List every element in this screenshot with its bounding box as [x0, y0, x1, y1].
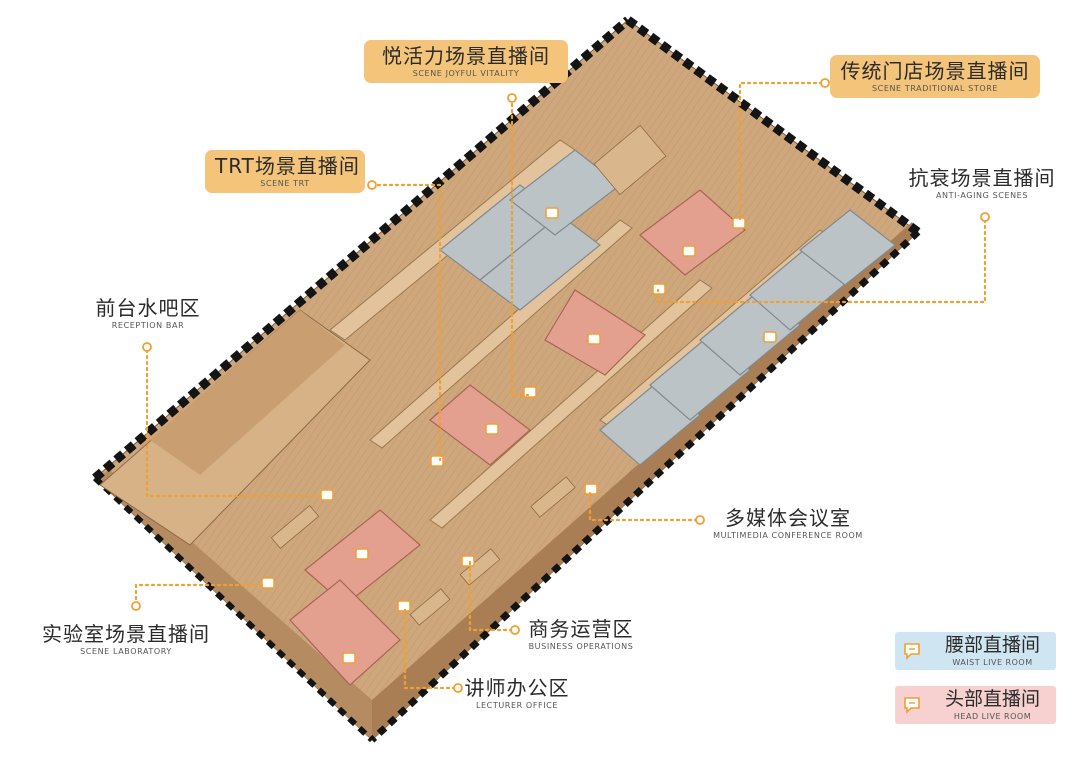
callout-title: 多媒体会议室: [725, 506, 851, 530]
room-marker-icon: [261, 577, 275, 589]
leader-dot: [980, 212, 990, 222]
furniture: [593, 124, 667, 196]
room-marker-icon: [584, 483, 598, 495]
outer-wall-top-left: [92, 16, 631, 482]
outer-wall-bottom: [369, 229, 921, 743]
callout-multimedia-conference: 多媒体会议室 MULTIMEDIA CONFERENCE ROOM: [703, 506, 873, 541]
leader-dot: [510, 625, 520, 635]
leader-line-antiaging: [656, 218, 987, 304]
room-marker-icon: [682, 245, 696, 257]
leader-dot: [507, 93, 517, 103]
callout-subtitle: RECEPTION BAR: [111, 321, 185, 330]
furniture: [530, 476, 576, 518]
callout-subtitle: BUSINESS OPERATIONS: [528, 642, 634, 651]
leader-line-business: [468, 560, 514, 632]
callout-title: 商务运营区: [528, 617, 634, 641]
callout-reception-bar: 前台水吧区 RECEPTION BAR: [88, 296, 208, 331]
room-marker-icon: [461, 555, 475, 567]
room-marker-icon: [587, 333, 601, 345]
callout-subtitle: SCENE JOYFUL VITALITY: [412, 69, 520, 78]
legend-title: 头部直播间: [944, 688, 1040, 710]
legend-title: 腰部直播间: [944, 634, 1040, 656]
grey-room: [799, 209, 896, 286]
legend-head-live-room: 头部直播间 HEAD LIVE ROOM: [895, 686, 1056, 724]
grey-room: [479, 214, 601, 311]
leader-line-traditional: [738, 81, 824, 224]
room-marker-icon: [485, 423, 499, 435]
callout-title: 前台水吧区: [95, 296, 201, 320]
callout-subtitle: SCENE LABORATORY: [80, 647, 172, 656]
leader-line-lecturer: [403, 606, 457, 690]
room-marker-icon: [763, 331, 777, 343]
leader-dot: [695, 515, 705, 525]
room-marker-icon: [320, 489, 334, 501]
legend-waist-live-room: 腰部直播间 WAIST LIVE ROOM: [895, 632, 1056, 670]
leader-dot: [367, 180, 377, 190]
room-marker-icon: [652, 283, 666, 295]
outer-wall-left-end: [92, 475, 375, 743]
leader-line-trt: [370, 183, 442, 462]
callout-laboratory: 实验室场景直播间 SCENE LABORATORY: [36, 622, 216, 657]
pink-room: [289, 579, 401, 686]
callout-title: 抗衰场景直播间: [908, 166, 1056, 190]
chat-bubble-icon: [904, 643, 920, 660]
room-marker-icon: [430, 455, 444, 467]
furniture: [409, 588, 451, 626]
callout-subtitle: SCENE TRT: [260, 179, 310, 188]
callout-title: 传统门店场景直播间: [840, 59, 1030, 83]
pink-room: [429, 384, 531, 466]
legend-subtitle: HEAD LIVE ROOM: [953, 712, 1032, 721]
furniture: [270, 505, 320, 549]
legend-subtitle: WAIST LIVE ROOM: [952, 658, 1033, 667]
leader-line-joyful: [510, 96, 530, 397]
leader-line-laboratory: [134, 583, 264, 607]
callout-traditional-store: 传统门店场景直播间 SCENE TRADITIONAL STORE: [830, 55, 1040, 98]
callout-business-operations: 商务运营区 BUSINESS OPERATIONS: [522, 617, 640, 652]
leader-dot: [131, 601, 141, 611]
callout-title: TRT场景直播间: [215, 154, 360, 178]
pink-room: [639, 189, 746, 276]
callout-subtitle: SCENE TRADITIONAL STORE: [871, 84, 999, 93]
callout-anti-aging: 抗衰场景直播间 ANTI-AGING SCENES: [902, 166, 1062, 201]
room-marker-icon: [342, 652, 356, 664]
callout-lecturer-office: 讲师办公区 LECTURER OFFICE: [462, 676, 572, 711]
callout-title: 实验室场景直播间: [42, 622, 210, 646]
callout-subtitle: ANTI-AGING SCENES: [935, 191, 1029, 200]
pink-room: [544, 289, 646, 376]
room-marker-icon: [397, 600, 411, 612]
callout-subtitle: MULTIMEDIA CONFERENCE ROOM: [713, 531, 863, 540]
callout-title: 悦活力场景直播间: [382, 44, 550, 68]
chat-bubble-icon: [904, 697, 920, 714]
outer-wall-front-right: [372, 222, 918, 740]
leader-dot: [453, 683, 463, 693]
callout-title: 讲师办公区: [464, 676, 570, 700]
outer-wall-top-right: [625, 16, 921, 236]
leader-dot: [820, 78, 830, 88]
reception-block-top: [150, 310, 345, 475]
room-marker-icon: [523, 386, 537, 398]
callout-subtitle: LECTURER OFFICE: [475, 701, 559, 710]
room-marker-icon: [732, 217, 746, 229]
leader-line-multimedia: [588, 488, 699, 522]
room-marker-icon: [545, 207, 559, 219]
room-marker-icon: [355, 548, 369, 560]
callout-trt: TRT场景直播间 SCENE TRT: [205, 150, 365, 193]
callout-joyful-vitality: 悦活力场景直播间 SCENE JOYFUL VITALITY: [364, 40, 568, 83]
leader-line-reception: [145, 348, 322, 498]
leader-dot: [142, 342, 152, 352]
